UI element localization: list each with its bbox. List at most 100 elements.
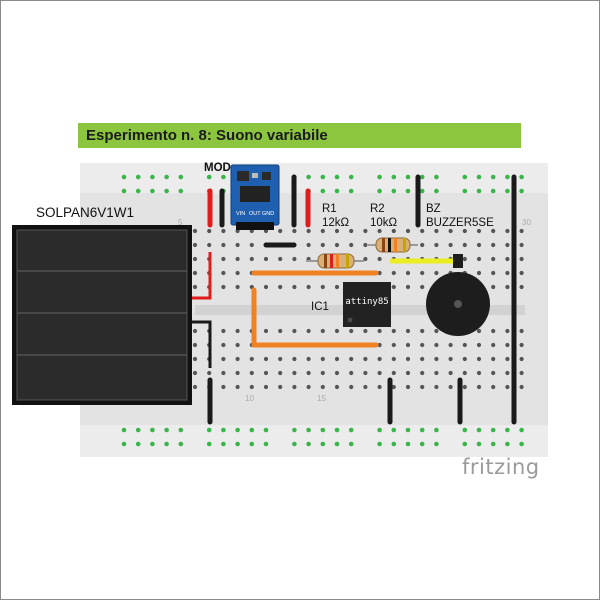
breadboard-hole <box>150 427 155 433</box>
breadboard-hole <box>405 284 411 290</box>
breadboard-hole <box>348 427 354 433</box>
breadboard-hole <box>391 370 396 376</box>
resistor-r2 <box>368 237 418 253</box>
top-power-rail <box>80 163 548 193</box>
breadboard-hole <box>377 370 382 376</box>
breadboard-hole <box>178 174 184 180</box>
breadboard-hole <box>476 441 482 447</box>
breadboard-hole <box>434 174 439 180</box>
breadboard-hole <box>462 441 468 447</box>
breadboard-hole <box>235 242 240 248</box>
breadboard-hole <box>306 427 311 433</box>
breadboard-hole <box>235 270 240 276</box>
breadboard-hole <box>519 270 524 276</box>
breadboard-hole <box>448 228 453 234</box>
breadboard-hole <box>207 370 212 376</box>
ic-attiny85: attiny85 <box>343 282 391 327</box>
breadboard-hole <box>221 256 226 262</box>
breadboard-hole <box>278 356 283 362</box>
breadboard-hole <box>505 270 510 276</box>
breadboard-hole <box>505 356 510 362</box>
breadboard-hole <box>206 441 212 447</box>
breadboard-hole <box>462 370 467 376</box>
breadboard-hole <box>405 342 411 348</box>
breadboard-hole <box>150 188 155 194</box>
breadboard-hole <box>391 188 397 194</box>
breadboard-hole <box>419 441 425 447</box>
solar-panel-lead-red <box>188 252 212 300</box>
breadboard-hole <box>292 284 297 290</box>
breadboard-hole <box>434 356 439 362</box>
breadboard-hole <box>405 356 411 362</box>
r2-ref: R2 <box>370 203 385 215</box>
breadboard-hole <box>349 242 354 248</box>
breadboard-hole <box>448 370 453 376</box>
breadboard-hole <box>192 284 198 290</box>
breadboard-hole <box>263 284 269 290</box>
breadboard-hole <box>505 441 510 447</box>
column-number-5: 5 <box>178 218 183 227</box>
breadboard-hole <box>419 188 425 194</box>
page-title: Esperimento n. 8: Suono variabile <box>86 127 328 144</box>
breadboard-hole <box>448 384 453 390</box>
breadboard-hole <box>320 174 326 180</box>
breadboard-hole <box>519 256 524 262</box>
breadboard-hole <box>491 270 496 276</box>
breadboard-hole <box>519 328 524 334</box>
breadboard-hole <box>363 228 368 234</box>
breadboard-hole <box>192 242 198 248</box>
breadboard-hole <box>334 441 340 447</box>
breadboard-hole <box>192 370 198 376</box>
breadboard-hole <box>150 174 155 180</box>
breadboard-hole <box>320 242 325 248</box>
breadboard-hole <box>292 328 297 334</box>
breadboard-hole <box>363 384 368 390</box>
breadboard-hole <box>334 328 340 334</box>
breadboard-hole <box>448 242 453 248</box>
breadboard-hole <box>320 427 326 433</box>
breadboard-hole <box>377 174 382 180</box>
breadboard-hole <box>334 174 340 180</box>
breadboard-hole <box>377 384 382 390</box>
breadboard-hole <box>476 342 482 348</box>
breadboard-hole <box>405 328 411 334</box>
breadboard-hole <box>505 342 510 348</box>
breadboard-hole <box>306 328 311 334</box>
breadboard-hole <box>420 284 425 290</box>
breadboard-hole <box>476 242 482 248</box>
r1-value: 12kΩ <box>322 217 350 229</box>
breadboard-hole <box>178 188 184 194</box>
breadboard-hole <box>519 356 524 362</box>
breadboard-hole <box>235 342 240 348</box>
breadboard-hole <box>476 270 482 276</box>
breadboard-hole <box>249 384 254 390</box>
breadboard-hole <box>505 384 510 390</box>
breadboard-hole <box>505 228 510 234</box>
breadboard-hole <box>491 284 496 290</box>
breadboard-hole <box>121 441 127 447</box>
breadboard-hole <box>363 328 368 334</box>
breadboard-hole <box>377 228 382 234</box>
breadboard-hole <box>505 284 510 290</box>
module-pin-gnd: GND <box>262 211 274 217</box>
breadboard-hole <box>363 370 368 376</box>
breadboard-hole <box>306 384 311 390</box>
breadboard-hole <box>405 384 411 390</box>
breadboard-hole <box>434 228 439 234</box>
breadboard-hole <box>505 370 510 376</box>
breadboard-hole <box>334 370 340 376</box>
breadboard-hole <box>306 441 311 447</box>
breadboard-hole <box>391 384 396 390</box>
breadboard-hole <box>434 328 439 334</box>
breadboard-hole <box>235 370 240 376</box>
breadboard-hole <box>490 188 496 194</box>
breadboard-hole <box>363 256 368 262</box>
breadboard-hole <box>420 328 425 334</box>
breadboard-hole <box>221 270 226 276</box>
breadboard-hole <box>419 427 425 433</box>
breadboard-hole <box>221 427 226 433</box>
breadboard-hole <box>491 342 496 348</box>
breadboard-hole <box>334 242 340 248</box>
breadboard-hole <box>320 228 325 234</box>
